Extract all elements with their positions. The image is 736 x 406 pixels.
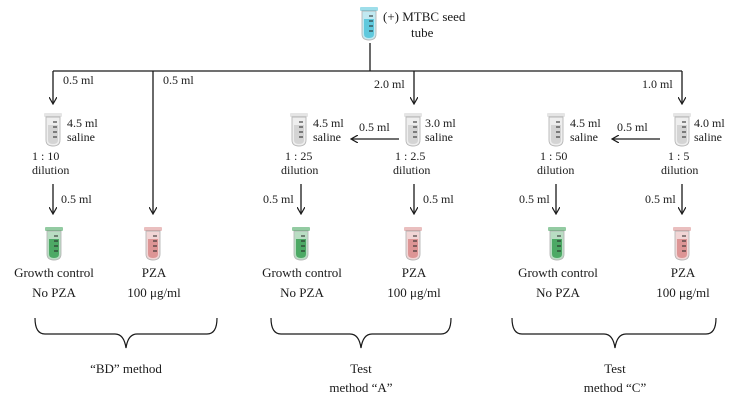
c-left-dilution-word: dilution: [537, 163, 574, 177]
a-growth-label: Growth control: [262, 265, 342, 280]
test-tube-icon: [292, 227, 310, 261]
c-right-dilution-word: dilution: [661, 163, 698, 177]
bd-saline-word: saline: [67, 130, 95, 144]
volume-label-bd-1: 0.5 ml: [63, 73, 94, 87]
c-between-volume: 0.5 ml: [617, 120, 648, 134]
c-right-transfer-volume: 0.5 ml: [645, 192, 676, 206]
a-right-saline-volume: 3.0 ml: [425, 116, 456, 130]
test-tube-icon: [45, 227, 63, 261]
a-right-dilution-word: dilution: [393, 163, 430, 177]
c-growth-tube: [548, 227, 566, 261]
bd-transfer-volume: 0.5 ml: [61, 192, 92, 206]
test-tube-icon: [673, 227, 691, 261]
a-method-label-line1: Test: [350, 361, 372, 376]
bd-dilution-word: dilution: [32, 163, 69, 177]
c-pza-label: PZA: [671, 265, 696, 280]
a-growth-sublabel: No PZA: [280, 285, 324, 300]
seed-label-line1: (+) MTBC seed: [383, 9, 466, 24]
a-left-dilution-word: dilution: [281, 163, 318, 177]
test-tube-icon: [404, 113, 422, 147]
bd-growth-sublabel: No PZA: [32, 285, 76, 300]
bd-brace: [34, 317, 218, 349]
a-method-label-line2: method “A”: [329, 380, 392, 395]
c-method-label-line1: Test: [604, 361, 626, 376]
a-left-saline-volume: 4.5 ml: [313, 116, 344, 130]
a-brace: [270, 317, 452, 349]
bd-pza-tube: [144, 227, 162, 261]
test-tube-icon: [44, 113, 62, 147]
a-left-transfer-volume: 0.5 ml: [263, 192, 294, 206]
c-right-saline-volume: 4.0 ml: [694, 116, 725, 130]
a-right-saline-tube: [404, 113, 422, 147]
c-pza-tube: [673, 227, 691, 261]
bd-saline-tube: [44, 113, 62, 147]
a-left-ratio: 1 : 25: [285, 149, 312, 163]
bd-dilution-ratio: 1 : 10: [32, 149, 59, 163]
bd-method-label: “BD” method: [90, 361, 162, 376]
bd-pza-concentration: 100 μg/ml: [127, 285, 181, 300]
a-right-transfer-volume: 0.5 ml: [423, 192, 454, 206]
a-pza-concentration: 100 μg/ml: [387, 285, 441, 300]
volume-label-bd-2: 0.5 ml: [163, 73, 194, 87]
bd-saline-volume: 4.5 ml: [67, 116, 98, 130]
a-pza-label: PZA: [402, 265, 427, 280]
seed-label-line2: tube: [411, 25, 434, 40]
a-left-saline-word: saline: [313, 130, 341, 144]
c-pza-concentration: 100 μg/ml: [656, 285, 710, 300]
bd-pza-label: PZA: [142, 265, 167, 280]
c-left-saline-word: saline: [570, 130, 598, 144]
test-tube-icon: [360, 7, 378, 41]
c-brace: [511, 317, 717, 349]
bd-growth-label: Growth control: [14, 265, 94, 280]
test-tube-icon: [547, 113, 565, 147]
c-left-saline-volume: 4.5 ml: [570, 116, 601, 130]
seed-tube: [360, 7, 378, 41]
a-right-saline-word: saline: [425, 130, 453, 144]
c-left-ratio: 1 : 50: [540, 149, 567, 163]
c-right-ratio: 1 : 5: [668, 149, 689, 163]
test-tube-icon: [144, 227, 162, 261]
a-right-ratio: 1 : 2.5: [395, 149, 425, 163]
a-pza-tube: [404, 227, 422, 261]
c-growth-label: Growth control: [518, 265, 598, 280]
volume-label-a: 2.0 ml: [374, 77, 405, 91]
c-left-saline-tube: [547, 113, 565, 147]
a-left-saline-tube: [290, 113, 308, 147]
c-right-saline-word: saline: [694, 130, 722, 144]
test-tube-icon: [404, 227, 422, 261]
bd-growth-tube: [45, 227, 63, 261]
test-tube-icon: [548, 227, 566, 261]
c-left-transfer-volume: 0.5 ml: [519, 192, 550, 206]
a-between-volume: 0.5 ml: [359, 120, 390, 134]
c-right-saline-tube: [673, 113, 691, 147]
test-tube-icon: [673, 113, 691, 147]
a-growth-tube: [292, 227, 310, 261]
c-growth-sublabel: No PZA: [536, 285, 580, 300]
c-method-label-line2: method “C”: [584, 380, 647, 395]
volume-label-c: 1.0 ml: [642, 77, 673, 91]
test-tube-icon: [290, 113, 308, 147]
